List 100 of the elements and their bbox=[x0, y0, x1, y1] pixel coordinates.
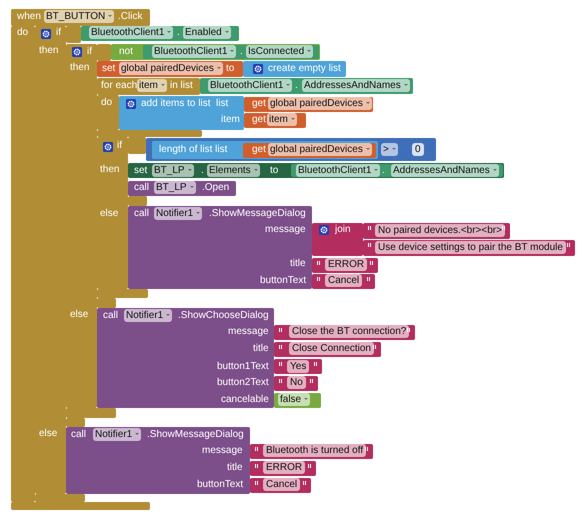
variable-block bbox=[244, 97, 373, 112]
block-label: do bbox=[101, 96, 112, 109]
block-label: not bbox=[119, 45, 133, 58]
text-value: No bbox=[287, 376, 306, 389]
text-value: Close the BT connection? bbox=[289, 325, 410, 338]
dropdown-field: false bbox=[278, 393, 310, 406]
text-string-block bbox=[312, 274, 375, 289]
dropdown-field: BT_LP bbox=[152, 164, 194, 177]
block-label: get bbox=[252, 113, 266, 126]
dropdown-field: BluetoothClient1 bbox=[296, 164, 380, 177]
event-block bbox=[11, 9, 150, 26]
block-label: message bbox=[265, 223, 306, 236]
block-label: . bbox=[240, 45, 243, 58]
block-label: . bbox=[382, 164, 385, 177]
block-label: item bbox=[221, 113, 240, 126]
dropdown-field: Notifier1 bbox=[154, 207, 202, 220]
method-call-block bbox=[66, 427, 250, 494]
list-block bbox=[119, 96, 244, 130]
compare-block bbox=[146, 138, 436, 161]
block-label: else bbox=[100, 207, 118, 220]
block-label: set bbox=[134, 164, 148, 177]
dropdown-field: global pairedDevices bbox=[268, 143, 372, 156]
block-label: message bbox=[228, 325, 269, 338]
block-label: .Open bbox=[202, 181, 230, 194]
property-getter-block bbox=[200, 78, 413, 94]
text-value: Yes bbox=[287, 360, 310, 373]
logic-not-block bbox=[111, 44, 320, 60]
block-label: add items to list bbox=[141, 97, 210, 110]
text-string-block bbox=[250, 461, 316, 476]
text-value: Use device settings to pair the BT module bbox=[375, 241, 566, 254]
block-label: button1Text bbox=[217, 360, 269, 373]
block-label: when bbox=[17, 10, 41, 23]
property-getter-block bbox=[143, 45, 319, 59]
boolean-block bbox=[274, 393, 321, 408]
dropdown-field: Notifier1 bbox=[124, 309, 172, 322]
text-string-block bbox=[274, 376, 318, 391]
block-label: get bbox=[252, 143, 266, 156]
text-string-block bbox=[274, 325, 415, 340]
dropdown-field: BT_BUTTON bbox=[44, 10, 114, 23]
text-string-block bbox=[312, 223, 363, 256]
block-label: call bbox=[134, 181, 150, 194]
property-getter-block bbox=[81, 26, 239, 41]
block-label: buttonText bbox=[197, 478, 244, 491]
text-string-block bbox=[250, 444, 373, 459]
dropdown-field: item bbox=[267, 113, 297, 126]
block-label: . bbox=[177, 26, 180, 39]
block-label: message bbox=[202, 444, 243, 457]
property-getter-block bbox=[291, 164, 503, 177]
dropdown-field: IsConnected bbox=[246, 45, 314, 58]
block-label: .ShowMessageDialog bbox=[209, 207, 306, 220]
block-label: . bbox=[201, 164, 204, 177]
block-label: get bbox=[252, 97, 266, 110]
method-call-block bbox=[128, 206, 312, 289]
text-value: No paired devices.<br><br> bbox=[375, 224, 505, 237]
block-label: join bbox=[335, 223, 351, 236]
text-value: Cancel bbox=[263, 478, 300, 491]
dropdown-field: BluetoothClient1 bbox=[208, 79, 292, 92]
dropdown-field: Notifier1 bbox=[93, 428, 142, 441]
block-label: to bbox=[226, 62, 234, 75]
text-string-block bbox=[363, 240, 575, 256]
block-label: then bbox=[39, 44, 58, 57]
text-value: Close Connection bbox=[289, 342, 374, 355]
dropdown-field: item bbox=[137, 79, 167, 92]
block-label: to bbox=[270, 164, 278, 177]
dropdown-field: BluetoothClient1 bbox=[152, 45, 236, 58]
block-label: title bbox=[227, 461, 243, 474]
block-label: .Click bbox=[118, 10, 142, 23]
control-block bbox=[97, 78, 200, 95]
block-label: else bbox=[70, 308, 88, 321]
block-label: list bbox=[216, 97, 228, 110]
block-label: . bbox=[295, 79, 298, 92]
block-label: call bbox=[103, 309, 118, 322]
block-label: .ShowChooseDialog bbox=[178, 309, 269, 322]
number-field: 0 bbox=[412, 143, 424, 156]
block-label: cancelable bbox=[221, 393, 269, 406]
block-label: call bbox=[134, 207, 150, 220]
text-string-block bbox=[250, 478, 311, 493]
text-value: ERROR bbox=[325, 258, 368, 271]
variable-block bbox=[97, 61, 243, 77]
text-value: ERROR bbox=[263, 461, 306, 474]
method-call-block bbox=[128, 181, 236, 196]
dropdown-field: > bbox=[381, 143, 398, 156]
block-label: if bbox=[87, 45, 92, 58]
method-call-block bbox=[97, 308, 274, 408]
dropdown-field: Elements bbox=[207, 164, 260, 177]
block-label: if bbox=[56, 26, 61, 39]
dropdown-field: global pairedDevices bbox=[268, 97, 372, 110]
list-block bbox=[152, 141, 378, 159]
dropdown-field: AddressesAndNames bbox=[391, 164, 499, 177]
text-value: Cancel bbox=[325, 274, 362, 287]
block-label: create empty list bbox=[268, 62, 341, 75]
text-string-block bbox=[274, 342, 381, 357]
dropdown-field: BluetoothClient1 bbox=[89, 26, 174, 39]
list-block bbox=[243, 61, 346, 77]
block-label: button2Text bbox=[217, 376, 269, 389]
block-label: set bbox=[102, 62, 116, 75]
block-label: call bbox=[71, 428, 86, 441]
block-label: do bbox=[17, 26, 28, 39]
dropdown-field: AddressesAndNames bbox=[302, 79, 410, 92]
block-label: title bbox=[290, 257, 306, 270]
